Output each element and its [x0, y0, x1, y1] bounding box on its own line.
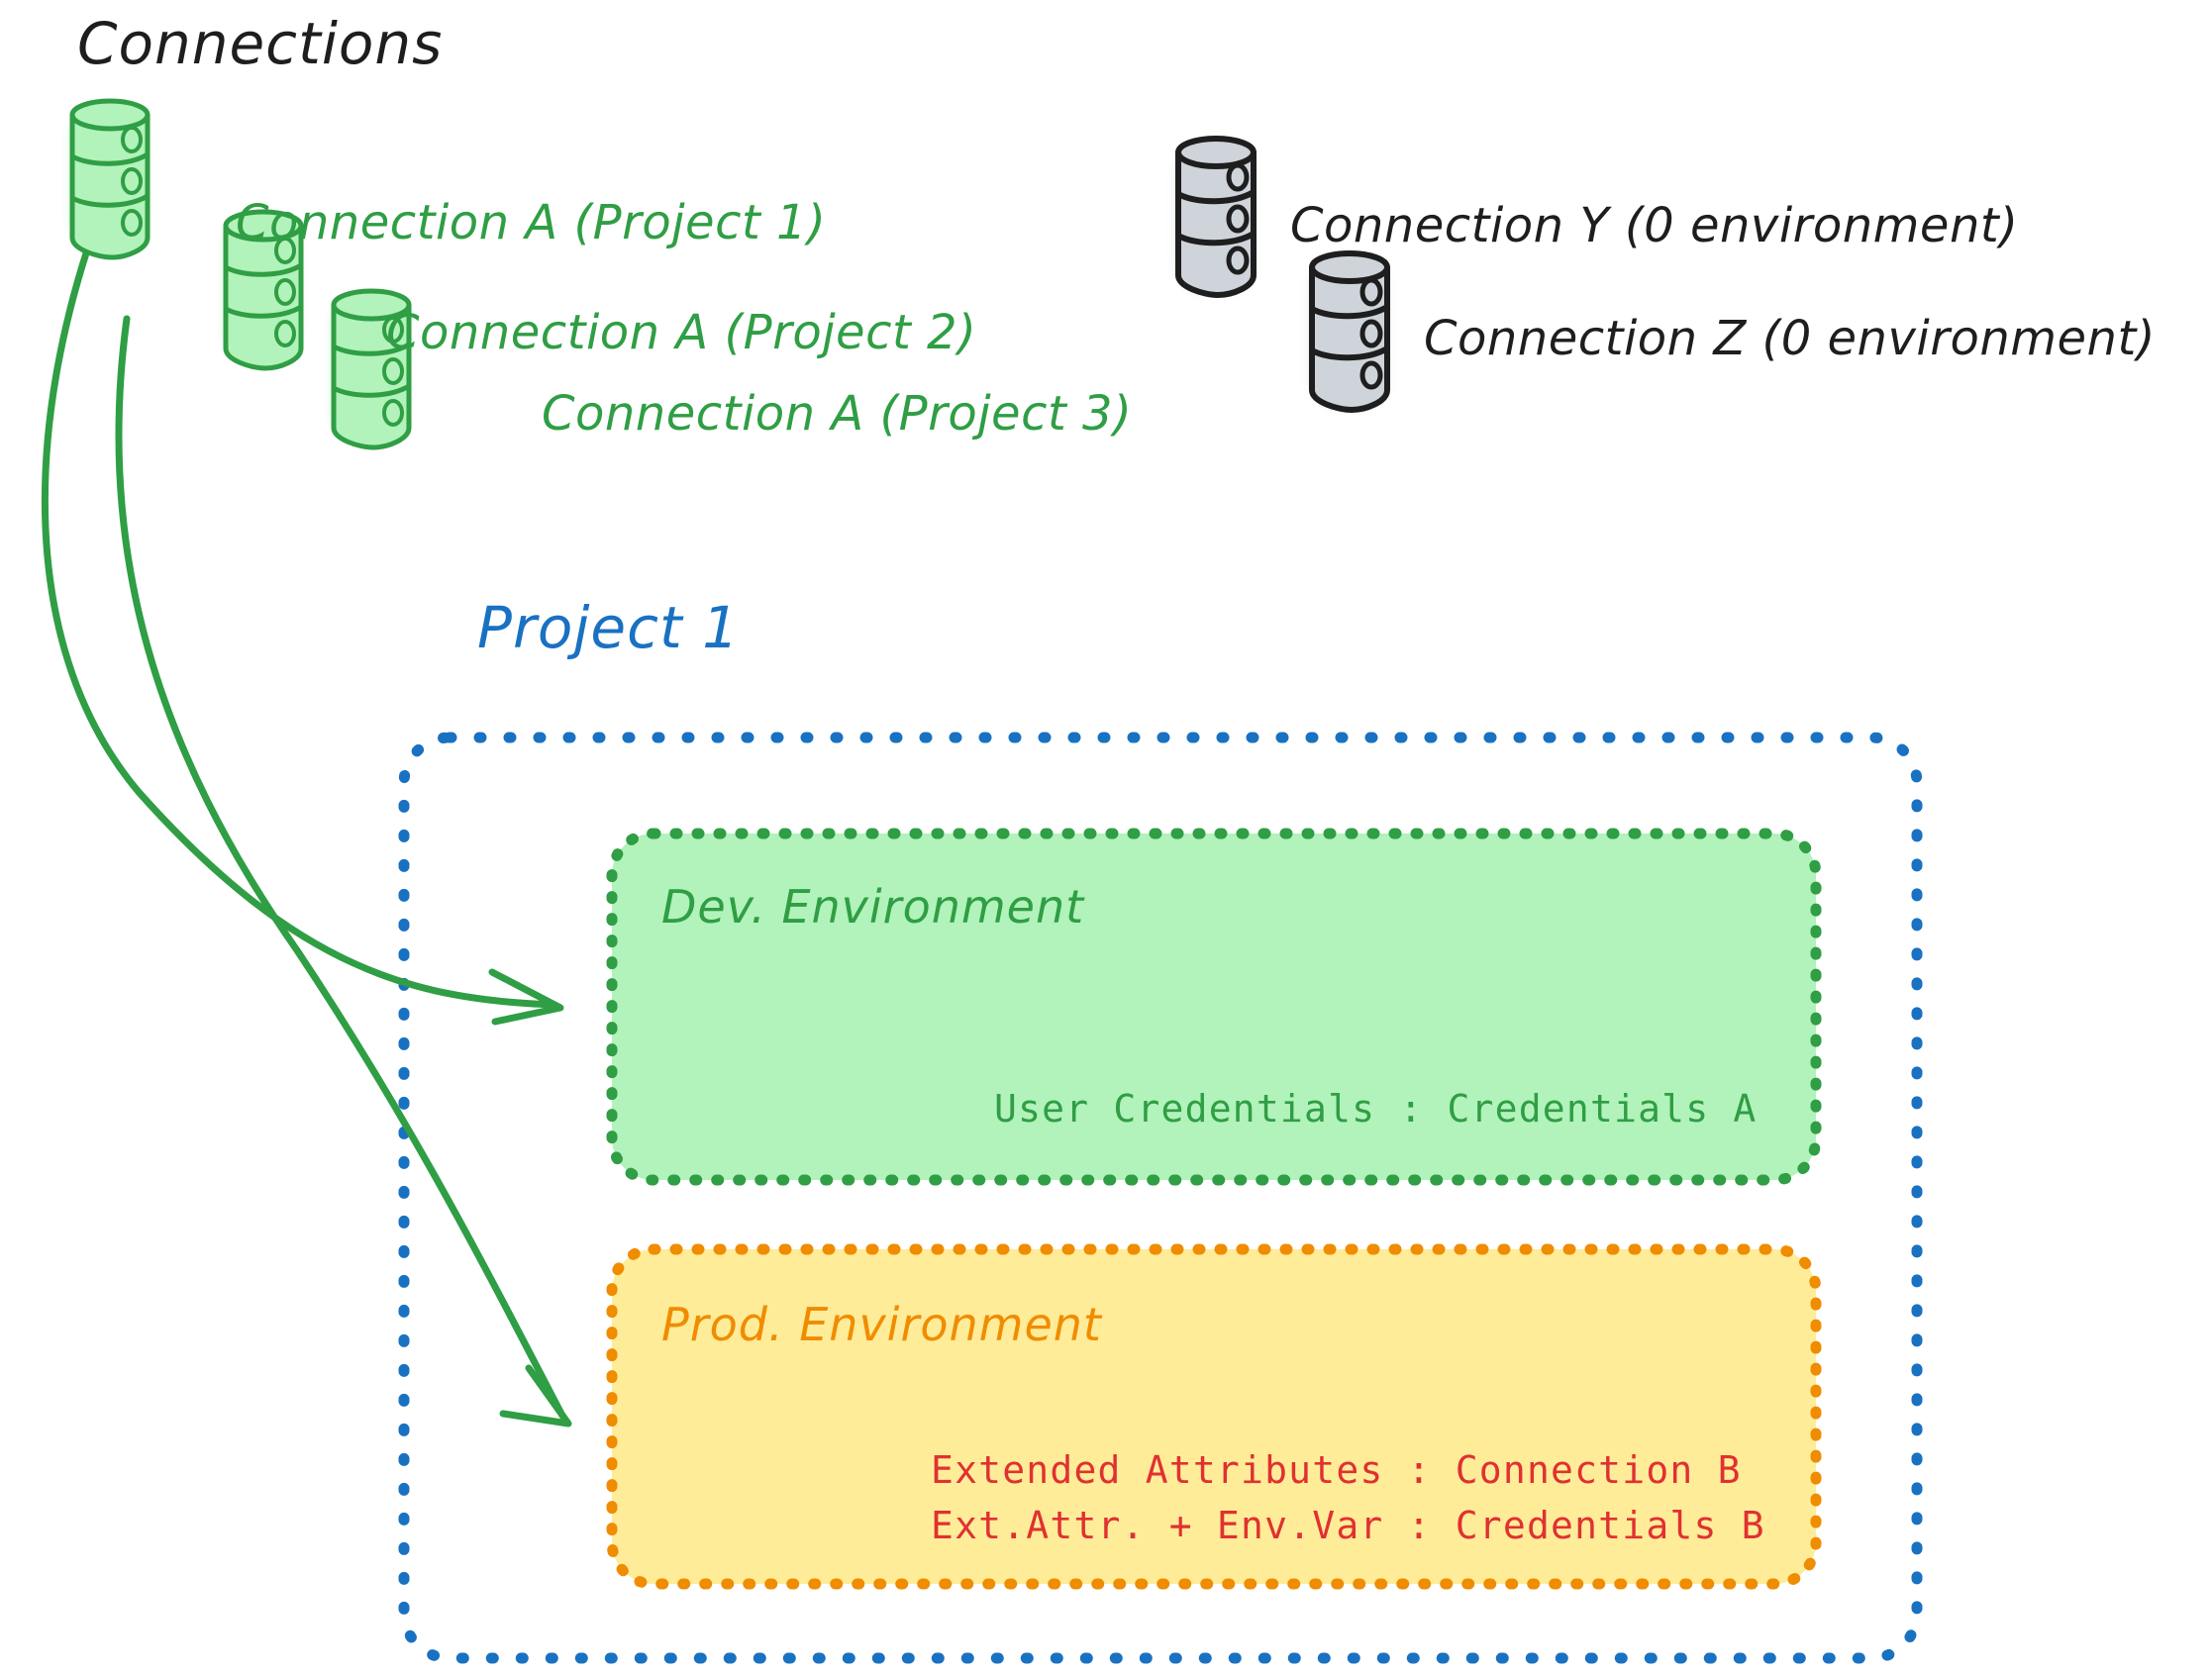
database-icon-connection-a-project-1 [69, 98, 151, 260]
connection-label-a-project-1: Connection A (Project 1) [236, 195, 827, 250]
project-title: Project 1 [477, 594, 741, 661]
arrow-conn-a-to-dev [41, 190, 564, 1026]
arrow-conn-a-to-prod [115, 315, 572, 1428]
database-icon-connection-y [1175, 136, 1257, 298]
prod-environment-title: Prod. Environment [661, 1298, 1102, 1351]
connection-label-a-project-3: Connection A (Project 3) [542, 386, 1133, 442]
project-1-container [398, 732, 1923, 1664]
connection-label-z: Connection Z (0 environment) [1424, 311, 2156, 366]
database-icon-connection-z [1309, 250, 1390, 413]
page-title: Connections [77, 10, 444, 77]
database-icon-connection-a-project-3 [331, 288, 412, 450]
prod-environment-entry-ext-attr-env-var: Ext.Attr. + Env.Var : Credentials B [931, 1504, 1765, 1547]
connection-label-y: Connection Y (0 environment) [1290, 198, 2019, 253]
database-icon-connection-a-project-2 [223, 209, 304, 371]
dev-environment-box [606, 828, 1822, 1186]
prod-environment-box [606, 1243, 1822, 1590]
prod-environment-entry-extended-attributes: Extended Attributes : Connection B [931, 1448, 1742, 1492]
dev-environment-entry-user-credentials: User Credentials : Credentials A [994, 1087, 1758, 1131]
dev-environment-title: Dev. Environment [661, 880, 1085, 934]
connection-label-a-project-2: Connection A (Project 2) [386, 305, 977, 360]
